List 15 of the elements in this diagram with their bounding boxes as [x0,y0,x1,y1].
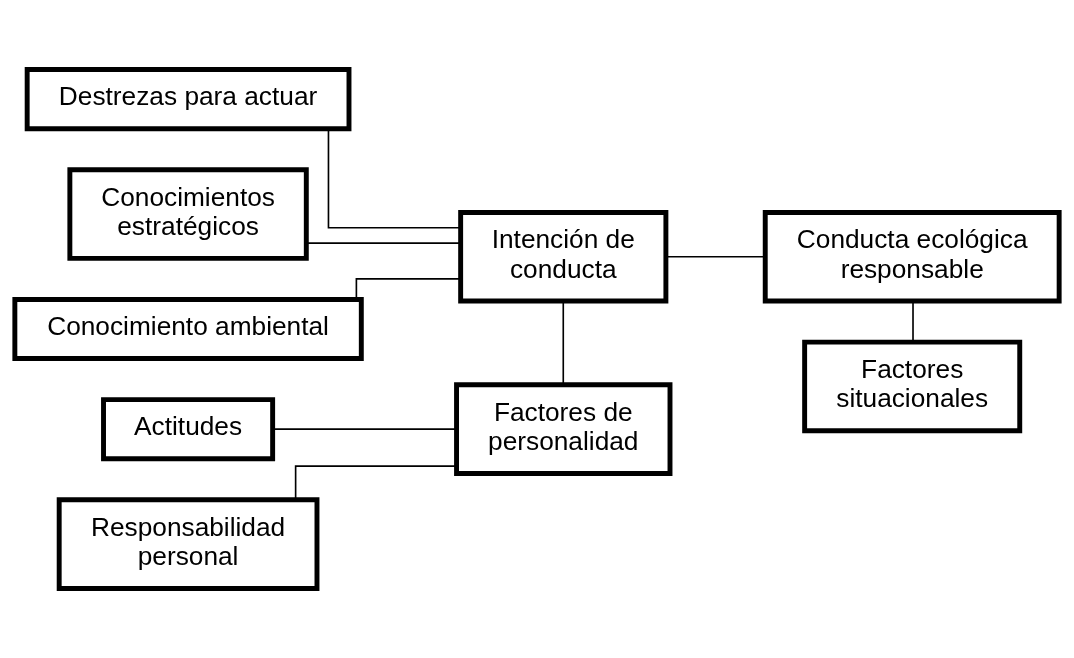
node-box: Conocimiento ambiental [12,296,364,362]
node-box: Conducta ecológica responsable [762,209,1062,304]
node-box: Conocimientos estratégicos [67,167,309,261]
connector [327,128,462,229]
connector [294,465,457,501]
node-box: Factores de personalidad [454,382,673,476]
node-box: Intención de conducta [458,209,669,304]
node-box: Destrezas para actuar [24,67,352,132]
connector [912,300,914,343]
node-box: Responsabilidad personal [56,497,320,591]
connector [306,242,462,244]
node-box: Factores situacionales [802,339,1023,434]
connector [562,300,565,386]
connector [665,255,766,258]
node-box: Actitudes [101,397,276,462]
